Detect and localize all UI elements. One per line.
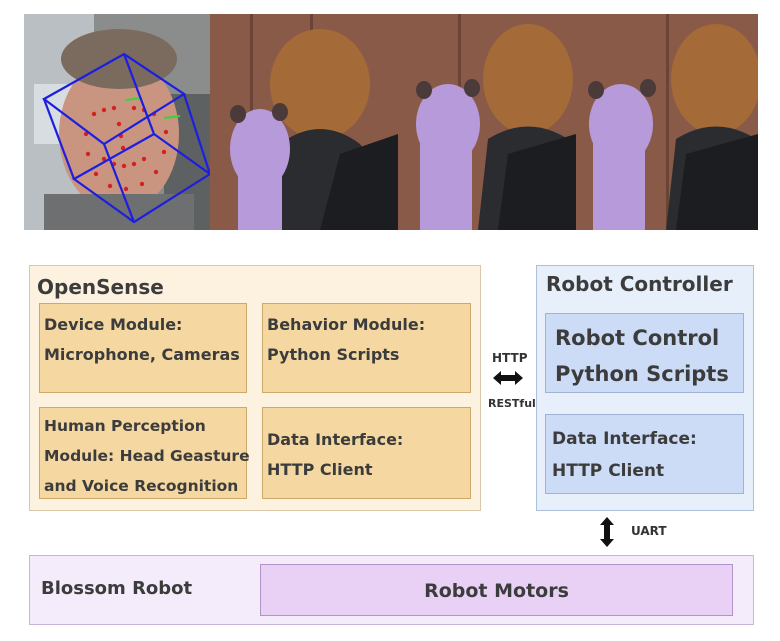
robot-controller-title: Robot Controller — [546, 272, 733, 296]
double-arrow-vertical-icon — [600, 517, 614, 547]
opensense-data-interface-line-2: HTTP Client — [267, 460, 373, 479]
behavior-module: Behavior Module: Python Scripts — [262, 303, 471, 393]
human-perception-line-2: Module: Head Geasture — [44, 447, 250, 465]
photo-robot-interaction-1 — [210, 14, 398, 230]
robot-interaction-image — [398, 14, 576, 230]
controller-data-interface-line-1: Data Interface: — [552, 429, 697, 449]
robot-motors-module: Robot Motors — [260, 564, 733, 616]
robot-interaction-image — [210, 14, 398, 230]
blossom-robot-block: Blossom Robot Robot Motors — [29, 555, 754, 625]
opensense-data-interface-line-1: Data Interface: — [267, 430, 404, 449]
restful-label: RESTful — [488, 397, 536, 410]
double-arrow-horizontal-icon — [493, 371, 523, 385]
http-label: HTTP — [492, 351, 528, 365]
photo-face-tracking — [24, 14, 210, 230]
behavior-module-line-2: Python Scripts — [267, 345, 400, 364]
behavior-module-line-1: Behavior Module: — [267, 315, 426, 334]
robot-control-line-1: Robot Control — [555, 326, 720, 350]
blossom-robot-title: Blossom Robot — [41, 578, 193, 599]
controller-data-interface-line-2: HTTP Client — [552, 461, 665, 481]
opensense-data-interface: Data Interface: HTTP Client — [262, 407, 471, 499]
device-module: Device Module: Microphone, Cameras — [39, 303, 247, 393]
controller-data-interface: Data Interface: HTTP Client — [545, 414, 744, 494]
robot-controller-block: Robot Controller Robot Control Python Sc… — [536, 265, 754, 511]
device-module-line-1: Device Module: — [44, 315, 183, 334]
opensense-block: OpenSense Device Module: Microphone, Cam… — [29, 265, 481, 511]
robot-interaction-image — [576, 14, 758, 230]
human-perception-module: Human Perception Module: Head Geasture a… — [39, 407, 250, 499]
human-perception-line-1: Human Perception — [44, 417, 206, 435]
uart-label: UART — [631, 524, 667, 538]
robot-control-module: Robot Control Python Scripts — [545, 313, 744, 393]
human-perception-line-3: and Voice Recognition — [44, 477, 239, 495]
robot-control-line-2: Python Scripts — [555, 362, 729, 386]
photo-robot-interaction-3 — [576, 14, 758, 230]
device-module-line-2: Microphone, Cameras — [44, 345, 240, 364]
opensense-title: OpenSense — [37, 275, 164, 299]
photo-robot-interaction-2 — [398, 14, 576, 230]
face-tracking-image — [24, 14, 210, 230]
